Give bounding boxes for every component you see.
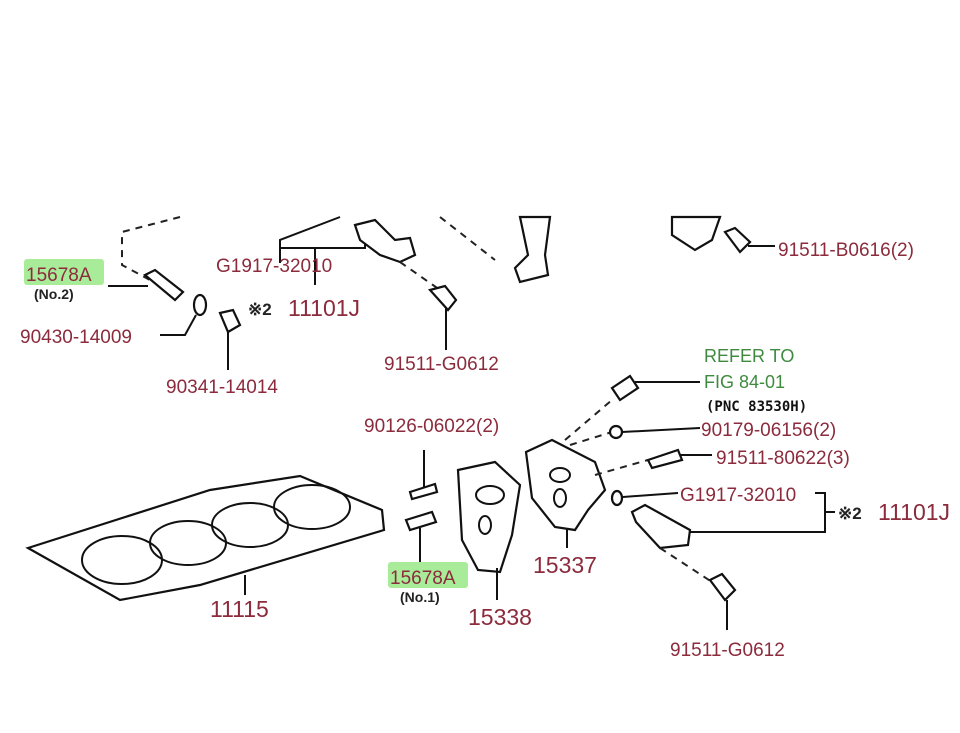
part-label-stud-no1[interactable]: 15678A: [390, 568, 456, 589]
note-mark-top: ※2: [248, 300, 272, 319]
pnc-label: (PNC 83530H): [706, 399, 807, 415]
part-label-11101j-top[interactable]: 11101J: [288, 295, 360, 321]
housing-drawing: [524, 399, 649, 548]
refer-fig-link[interactable]: FIG 84-01: [704, 372, 785, 392]
part-label-91511-g0612-bottom[interactable]: 91511-G0612: [670, 640, 785, 661]
part-label-91511-b0616[interactable]: 91511-B0616(2): [778, 240, 914, 261]
part-sublabel-no2: (No.2): [34, 286, 74, 302]
studs-drawing: [404, 450, 439, 565]
part-label-g1917-right[interactable]: G1917-32010: [680, 485, 796, 506]
part-label-11115[interactable]: 11115: [210, 596, 269, 622]
part-sublabel-no1: (No.1): [400, 589, 440, 605]
part-label-11101j-right[interactable]: 11101J: [878, 499, 950, 525]
part-label-g1917-top[interactable]: G1917-32010: [216, 256, 332, 277]
plate-gasket-drawing: [456, 460, 522, 600]
highlight-stud-no1: [388, 562, 468, 588]
part-label-91511-80622[interactable]: 91511-80622(3): [716, 448, 850, 469]
part-label-15338[interactable]: 15338: [468, 604, 532, 630]
top-linework: [108, 215, 775, 370]
part-label-90430-14009[interactable]: 90430-14009: [20, 327, 132, 348]
part-label-91511-g0612-top[interactable]: 91511-G0612: [384, 354, 499, 375]
part-label-stud-no2[interactable]: 15678A: [26, 265, 92, 286]
part-label-90126-06022[interactable]: 90126-06022(2): [364, 416, 499, 437]
highlight-stud-no2: [24, 259, 104, 285]
part-label-90341-14014[interactable]: 90341-14014: [166, 377, 278, 398]
head-gasket-drawing: [25, 474, 386, 602]
refer-to-label: REFER TO: [704, 346, 794, 366]
part-label-15337[interactable]: 15337: [533, 552, 597, 578]
part-label-90179-06156[interactable]: 90179-06156(2): [701, 420, 836, 441]
right-parts-drawing: [608, 374, 835, 630]
note-mark-right: ※2: [838, 504, 862, 523]
